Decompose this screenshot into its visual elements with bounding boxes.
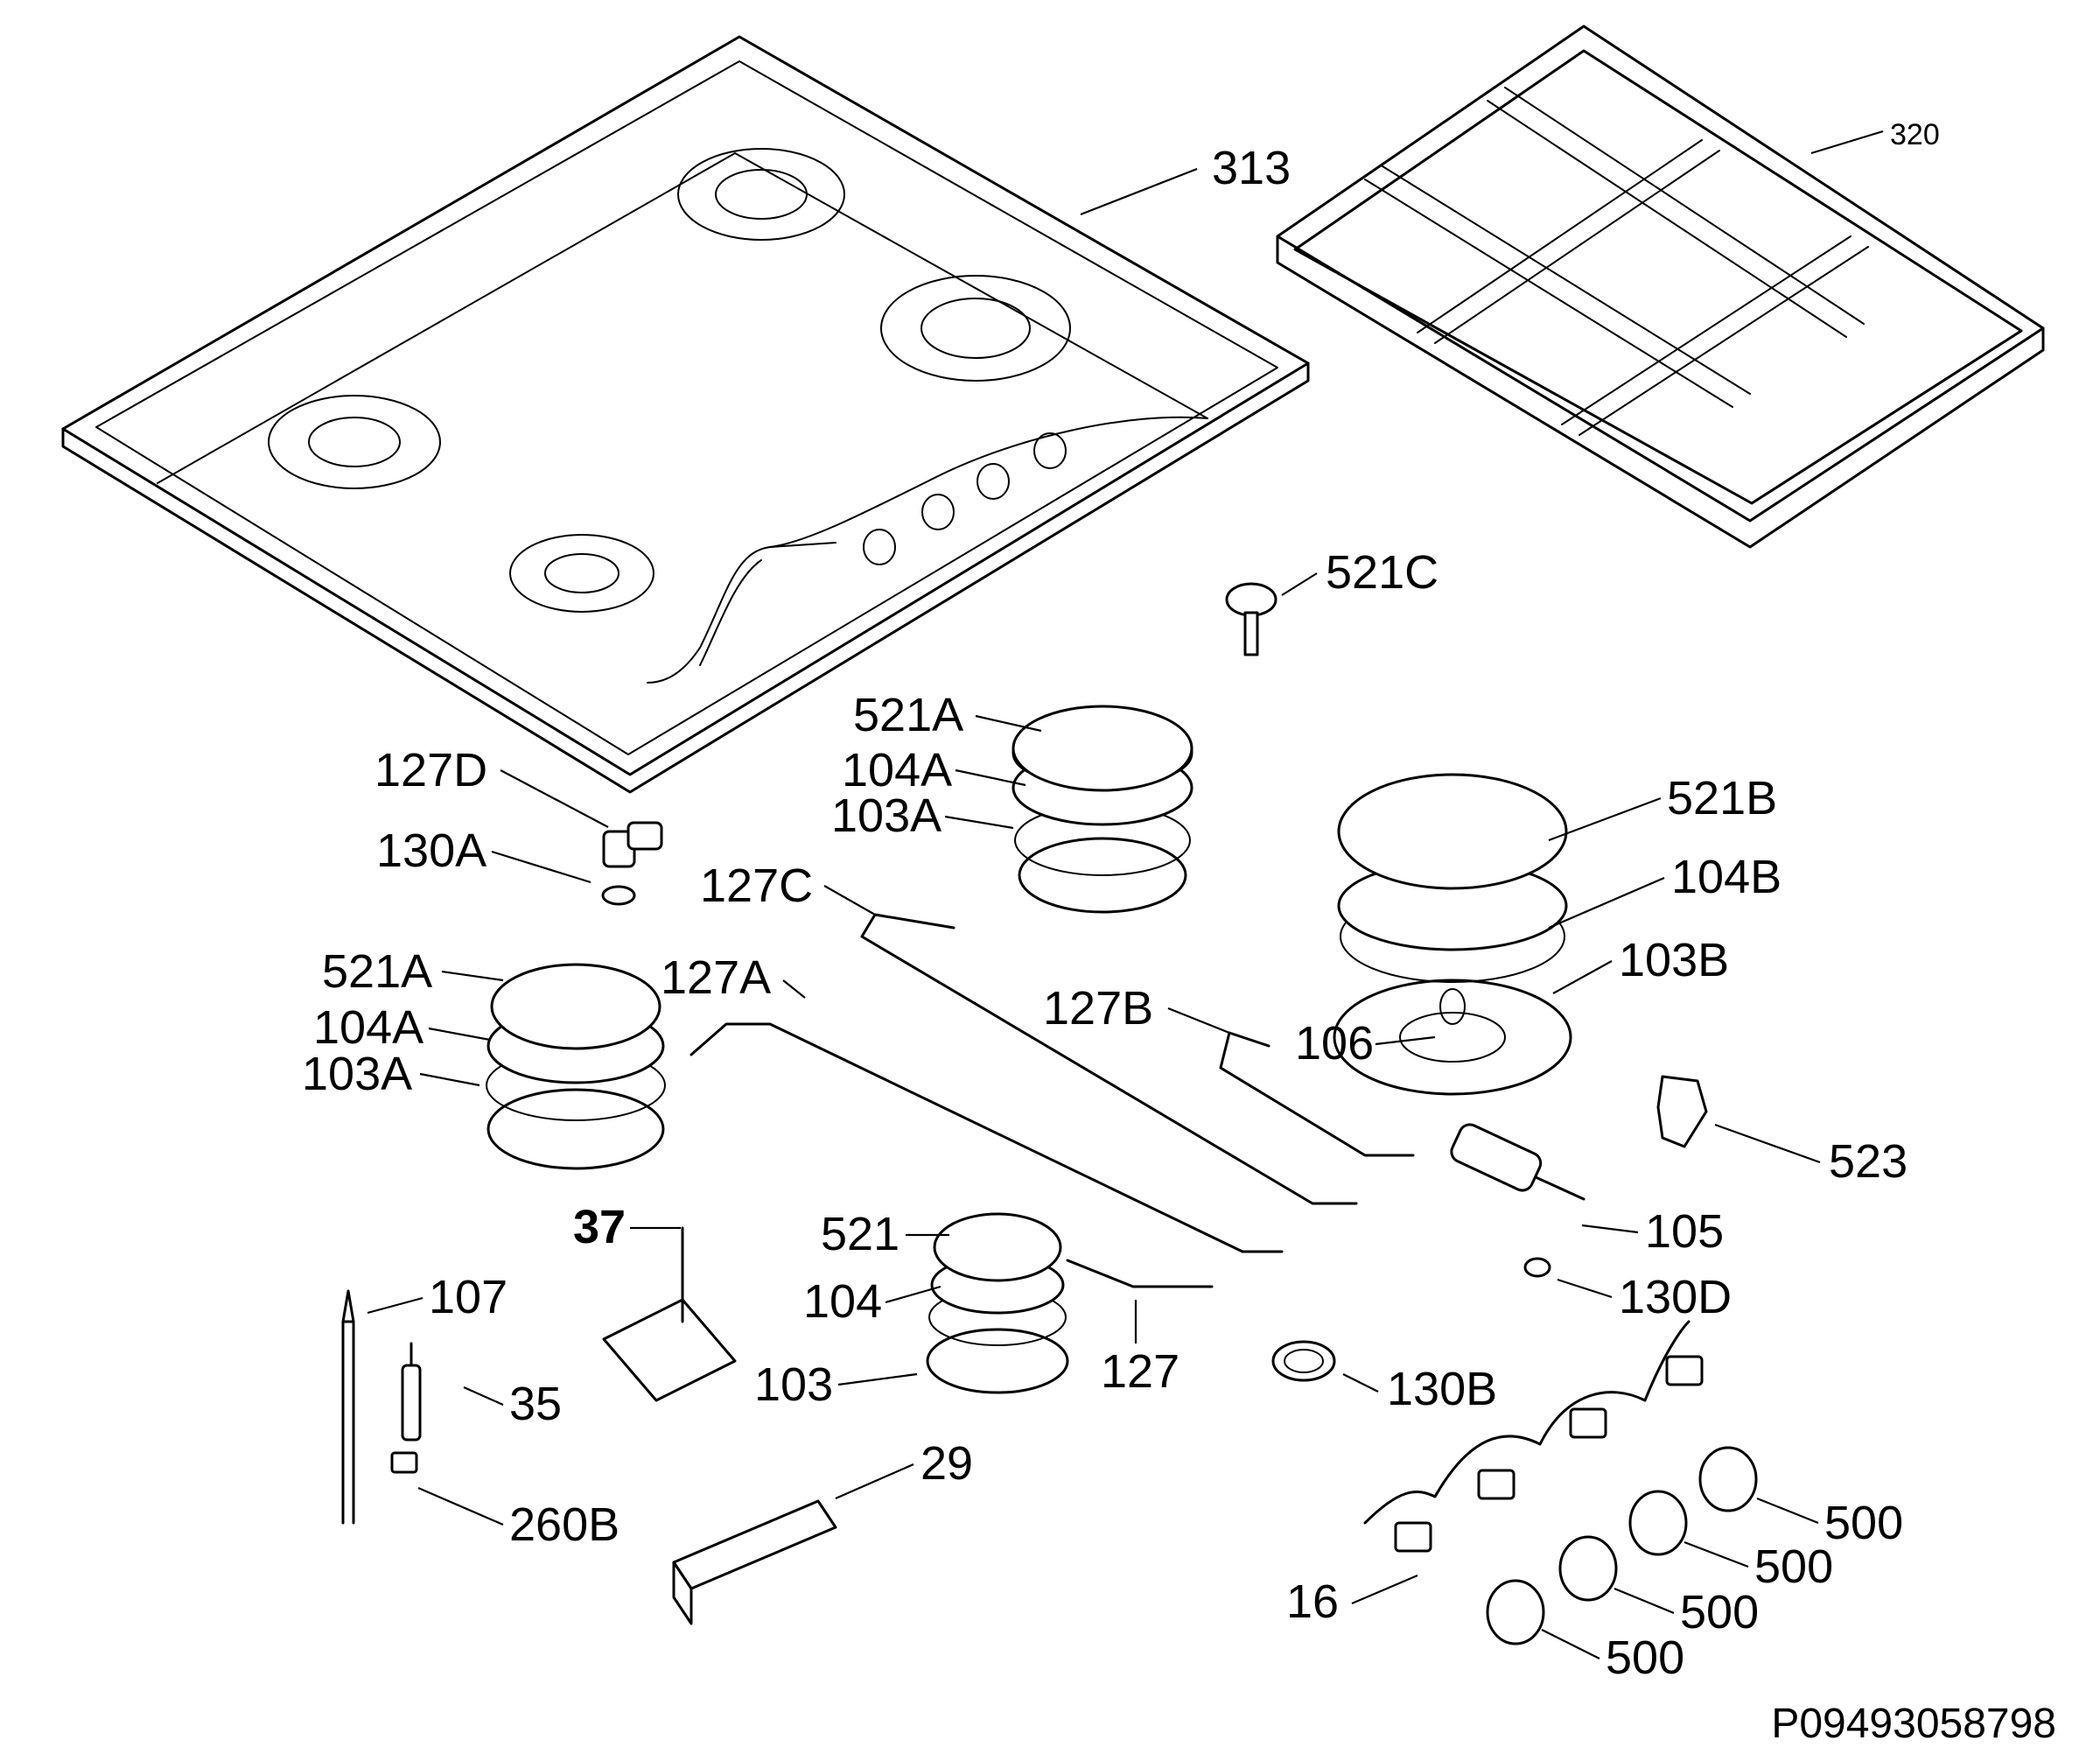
- leader-127B: [1167, 1007, 1230, 1035]
- leader-521B: [1548, 796, 1662, 842]
- part-label-37: 37: [573, 1201, 626, 1253]
- ignition-module-37: [602, 1226, 737, 1402]
- leader-35: [463, 1386, 504, 1407]
- part-label-127C: 127C: [700, 859, 813, 912]
- leader-104A-top: [955, 768, 1026, 787]
- part-label-521C: 521C: [1326, 546, 1438, 599]
- part-label-127B: 127B: [1043, 982, 1153, 1035]
- part-label-127D: 127D: [374, 744, 487, 796]
- leader-104A-left: [428, 1027, 491, 1042]
- part-label-130B: 130B: [1387, 1363, 1497, 1415]
- leader-127C: [823, 885, 876, 916]
- burner-assembly-left: [486, 963, 666, 1170]
- part-label-16: 16: [1286, 1575, 1339, 1628]
- burner-cap-521c: [1225, 582, 1278, 656]
- electrode-35: [390, 1342, 422, 1474]
- part-label-103: 103: [754, 1358, 833, 1411]
- leader-16: [1351, 1574, 1418, 1605]
- leader-103A-top: [944, 815, 1014, 830]
- part-labels: 313320521C521A104A103A127D130A127C521B10…: [302, 118, 1940, 1684]
- gas-valve: [1450, 1123, 1586, 1278]
- part-label-105: 105: [1645, 1205, 1724, 1258]
- burner-assembly-top: [1012, 705, 1194, 914]
- leader-105: [1581, 1224, 1639, 1234]
- part-label-260B: 260B: [509, 1498, 620, 1551]
- leader-500-c: [1614, 1587, 1675, 1615]
- part-label-313: 313: [1212, 142, 1291, 194]
- part-label-104: 104: [803, 1275, 882, 1328]
- thermocouple-107: [341, 1289, 355, 1525]
- leader-521A-top: [975, 714, 1042, 733]
- leader-107: [367, 1296, 424, 1315]
- part-label-127: 127: [1101, 1345, 1180, 1398]
- leader-521C: [1281, 572, 1318, 596]
- bracket-523: [1656, 1075, 1708, 1148]
- part-label-104B: 104B: [1671, 851, 1782, 903]
- part-label-29: 29: [920, 1437, 973, 1490]
- leader-lines: [367, 130, 1884, 1659]
- leader-106: [1375, 1035, 1436, 1046]
- part-label-103A-top: 103A: [831, 789, 942, 842]
- burner-assembly-large: [1333, 773, 1572, 1096]
- leader-130A: [491, 850, 592, 884]
- leader-29: [835, 1463, 914, 1500]
- part-label-130A: 130A: [376, 824, 486, 877]
- part-label-103A-left: 103A: [302, 1048, 412, 1100]
- part-label-521B: 521B: [1667, 772, 1777, 824]
- leader-104B: [1548, 876, 1665, 930]
- leader-103B: [1552, 960, 1613, 994]
- burner-assembly-small: [926, 1212, 1069, 1394]
- leader-500-d: [1541, 1629, 1600, 1659]
- part-label-103B: 103B: [1619, 934, 1729, 986]
- part-label-500-d: 500: [1606, 1631, 1684, 1684]
- knobs-and-switches: [1363, 1320, 1758, 1645]
- leader-500-a: [1756, 1497, 1819, 1525]
- pan-grate: [1276, 25, 2045, 549]
- part-label-104A-top: 104A: [842, 744, 952, 796]
- leader-523: [1714, 1123, 1821, 1164]
- part-label-521: 521: [821, 1208, 900, 1260]
- part-label-500-b: 500: [1754, 1540, 1833, 1593]
- leader-104: [885, 1285, 942, 1304]
- leader-130B: [1342, 1373, 1379, 1393]
- part-label-106: 106: [1295, 1017, 1374, 1070]
- part-label-500-c: 500: [1680, 1586, 1759, 1638]
- leader-130D: [1557, 1278, 1613, 1299]
- part-label-130D: 130D: [1619, 1271, 1732, 1323]
- leader-127D: [500, 769, 609, 828]
- part-label-107: 107: [429, 1271, 508, 1323]
- part-label-104A-left: 104A: [313, 1001, 424, 1054]
- leader-500-b: [1684, 1540, 1749, 1568]
- part-label-127A: 127A: [661, 951, 771, 1004]
- part-label-35: 35: [509, 1378, 562, 1430]
- leader-313: [1080, 167, 1198, 216]
- part-label-523: 523: [1829, 1135, 1908, 1188]
- leader-320: [1810, 130, 1884, 155]
- part-label-521A-top: 521A: [853, 689, 963, 741]
- leader-103: [837, 1372, 918, 1386]
- leader-103A-left: [419, 1072, 480, 1087]
- diagram-code: P09493058798: [1771, 1701, 2056, 1747]
- spark-generator-29: [672, 1499, 837, 1625]
- leader-260B: [417, 1486, 504, 1526]
- washer-130b: [1271, 1340, 1336, 1382]
- leader-127A: [782, 979, 806, 999]
- leader-521A-left: [441, 970, 504, 982]
- part-label-521A-left: 521A: [322, 945, 432, 998]
- part-label-500-a: 500: [1824, 1497, 1903, 1549]
- part-label-320: 320: [1890, 118, 1940, 151]
- gas-pipes: [601, 821, 1415, 1288]
- hob-top-plate: [61, 35, 1310, 794]
